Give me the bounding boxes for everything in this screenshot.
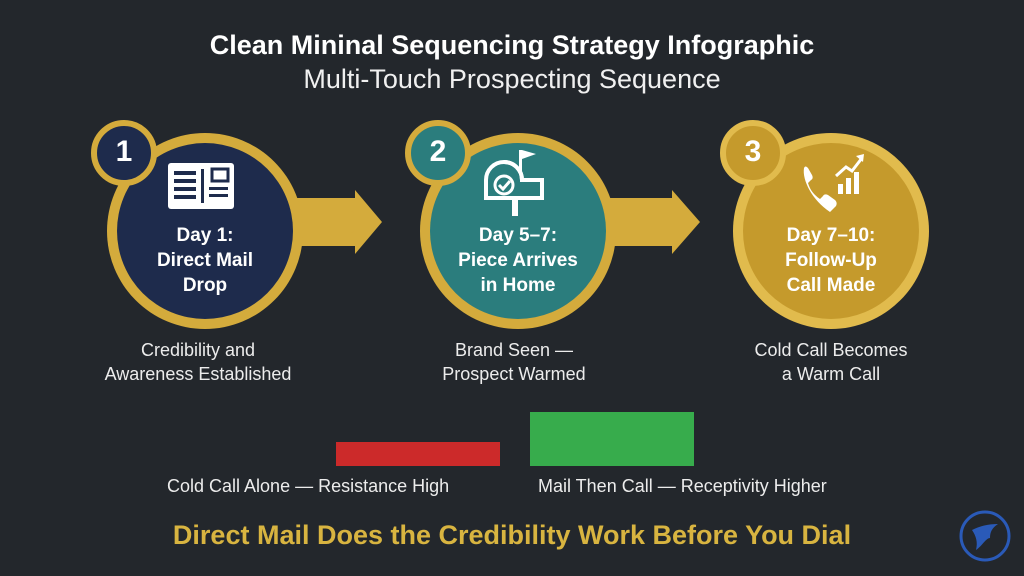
step-3-line2: Follow-Up [785, 250, 877, 271]
step-2-line1: Day 5–7: [478, 225, 558, 246]
flow-arrow-left-tail [345, 208, 372, 236]
step-3-line3: Call Made [786, 275, 876, 296]
phone-growth-icon [803, 154, 864, 212]
step-3-line1: Day 7–10: [786, 225, 876, 246]
flow-arrow-1-2 [290, 190, 382, 254]
step-1-description: Credibility and Awareness Established [68, 338, 328, 386]
step-3-number: 3 [744, 135, 762, 168]
step-3-description: Cold Call Becomes a Warm Call [701, 338, 961, 386]
page-title: Clean Mininal Sequencing Strategy Infogr… [209, 30, 815, 60]
step-1-desc-line1: Credibility and [140, 340, 256, 360]
flow-arrow-2-3 [600, 190, 700, 254]
step-2-description: Brand Seen — Prospect Warmed [384, 338, 644, 386]
step-1-badge [91, 120, 157, 186]
step-2-number: 2 [429, 135, 447, 168]
step-2-line3: in Home [480, 275, 556, 296]
step-2-line2: Piece Arrives [458, 250, 578, 271]
step-3-desc-line2: a Warm Call [781, 364, 881, 384]
cold-call-bar [336, 442, 500, 466]
step-3-title: Day 7–10: Follow-Up Call Made [751, 223, 911, 298]
cold-call-label: Cold Call Alone — Resistance High [167, 476, 450, 496]
mailbox-icon [484, 150, 544, 216]
step-3-badge [720, 120, 786, 186]
page-subtitle: Multi-Touch Prospecting Sequence [303, 64, 721, 94]
mail-then-call-label: Mail Then Call — Receptivity Higher [538, 476, 827, 496]
mail-then-call-bar [530, 412, 694, 466]
step-2-title: Day 5–7: Piece Arrives in Home [438, 223, 598, 298]
step-3-desc-line1: Cold Call Becomes [754, 340, 908, 360]
step-1-number: 1 [115, 135, 133, 168]
step-1-line2: Direct Mail [156, 250, 254, 271]
step-1-circle [107, 133, 303, 329]
eagle-logo-icon [959, 510, 1011, 562]
step-2-circle [420, 133, 616, 329]
step-1-line3: Drop [182, 275, 228, 296]
step-1-line1: Day 1: [176, 225, 234, 246]
tagline: Direct Mail Does the Credibility Work Be… [172, 520, 852, 550]
step-2-desc-line1: Brand Seen — [454, 340, 574, 360]
step-1-desc-line2: Awareness Established [104, 364, 292, 384]
postcard-icon [168, 163, 234, 209]
step-2-badge [405, 120, 471, 186]
step-1-title: Day 1: Direct Mail Drop [125, 223, 285, 298]
step-2-desc-line2: Prospect Warmed [442, 364, 586, 384]
step-3-circle [733, 133, 929, 329]
